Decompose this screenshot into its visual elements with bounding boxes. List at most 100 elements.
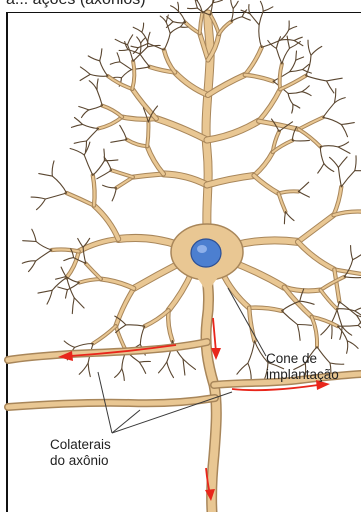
dendrite-twig (45, 193, 66, 199)
dendrite-twig (142, 23, 144, 32)
dendrite-twig (159, 362, 167, 373)
dendrite-twig (104, 149, 105, 161)
dendrite-twig (93, 161, 105, 176)
dendrite-twig (110, 62, 120, 65)
dendrite-twig (327, 81, 334, 93)
dendrite-twig (64, 258, 74, 261)
dendrite-segment (254, 152, 273, 175)
dendrite-twig (311, 46, 322, 55)
dendrite-twig (52, 161, 54, 176)
dendrite-segment (147, 146, 163, 174)
dendrite-twig (294, 37, 302, 40)
dendrite-segment (116, 177, 133, 188)
dendrite-twig (104, 157, 111, 170)
dendrite-twig (323, 117, 341, 124)
leader-collateral-2 (112, 410, 140, 433)
dendrite-segment (280, 76, 306, 90)
dendrite-twig (297, 324, 311, 325)
dendrite-twig (100, 61, 108, 76)
dendrite-twig (290, 42, 301, 49)
dendrite-twig (72, 124, 83, 127)
dendrite-segment (232, 262, 284, 287)
dendrite-twig (197, 0, 199, 1)
dendrite-twig (120, 62, 132, 70)
dendrite-segment (185, 23, 199, 34)
dendrite-twig (32, 229, 36, 241)
dendrite-twig (66, 290, 68, 298)
dendrite-twig (341, 171, 355, 187)
dendrite-twig (302, 92, 311, 96)
dendrite-twig (296, 51, 297, 60)
dendrite-twig (82, 110, 89, 118)
dendrite-twig (75, 118, 83, 125)
dendrite-twig (79, 363, 88, 374)
dendrite-twig (115, 39, 127, 44)
dendrite-twig (97, 90, 102, 106)
dendrite-twig (183, 359, 196, 369)
dendrite-twig (284, 212, 285, 224)
dendrite-twig (140, 43, 141, 54)
dendrite-twig (318, 164, 324, 174)
dendrite-twig (103, 185, 117, 188)
dendrite-segment (116, 326, 126, 351)
dendrite-twig (167, 362, 174, 378)
dendrite-twig (250, 14, 259, 25)
dendrite-twig (88, 56, 100, 61)
dendrite-twig (72, 298, 74, 314)
dendrite-twig (113, 77, 122, 78)
label-collateral-line2: do axônio (50, 453, 111, 469)
dendrite-segment (67, 193, 94, 206)
dendrite-twig (298, 192, 309, 198)
leader-cone (228, 288, 266, 356)
dendrite-twig (337, 309, 355, 311)
dendrite-twig (308, 40, 311, 55)
dendrite-twig (47, 290, 52, 304)
dendrite-twig (288, 93, 293, 104)
dendrite-segment (298, 215, 334, 242)
dendrite-twig (140, 326, 144, 344)
dendrite-twig (183, 359, 185, 375)
dendrite-twig (139, 361, 150, 362)
dendrite-twig (139, 362, 145, 373)
dendrite-twig (290, 60, 296, 72)
dendrite-segment (259, 89, 280, 121)
dendrite-twig (302, 86, 309, 92)
dendrite-twig (248, 363, 251, 380)
dendrite-twig (231, 9, 233, 22)
dendrite-twig (355, 156, 356, 171)
dendrite-segment (132, 89, 156, 119)
dendrite-twig (320, 147, 324, 164)
dendrite-twig (74, 141, 86, 143)
dendrite-segment (93, 326, 116, 343)
dendrite-twig (306, 76, 327, 81)
axon-hillock (194, 272, 222, 290)
dendrite-twig (128, 45, 134, 62)
dendrite-twig (338, 142, 349, 147)
dendrite-segment (299, 129, 321, 146)
label-cone-line1: Cone de (266, 351, 339, 367)
dendrite-twig (37, 199, 46, 210)
dendrite-twig (282, 311, 298, 325)
dendrite-twig (233, 1, 238, 8)
dendrite-twig (330, 157, 339, 167)
dendrite-segment (279, 193, 286, 211)
dendrite-twig (64, 341, 74, 347)
dendrite-twig (337, 309, 342, 326)
dendrite-twig (324, 164, 334, 172)
dendrite-twig (259, 25, 262, 48)
dendrite-twig (84, 155, 93, 176)
dendrite-twig (164, 33, 170, 50)
dendrite-twig (190, 0, 198, 1)
dendrite-segment (169, 272, 193, 310)
dendrite-twig (88, 363, 90, 377)
dendrite-twig (126, 325, 145, 326)
dendrite-twig (70, 149, 84, 155)
dendrite-twig (178, 2, 179, 11)
dendrite-twig (297, 325, 300, 341)
dendrite-twig (36, 250, 52, 261)
dendrite-twig (61, 267, 66, 276)
dendrite-twig (29, 261, 36, 272)
dendrite-segment (156, 119, 207, 140)
dendrite-twig (90, 74, 108, 76)
dendrite-twig (327, 78, 343, 81)
